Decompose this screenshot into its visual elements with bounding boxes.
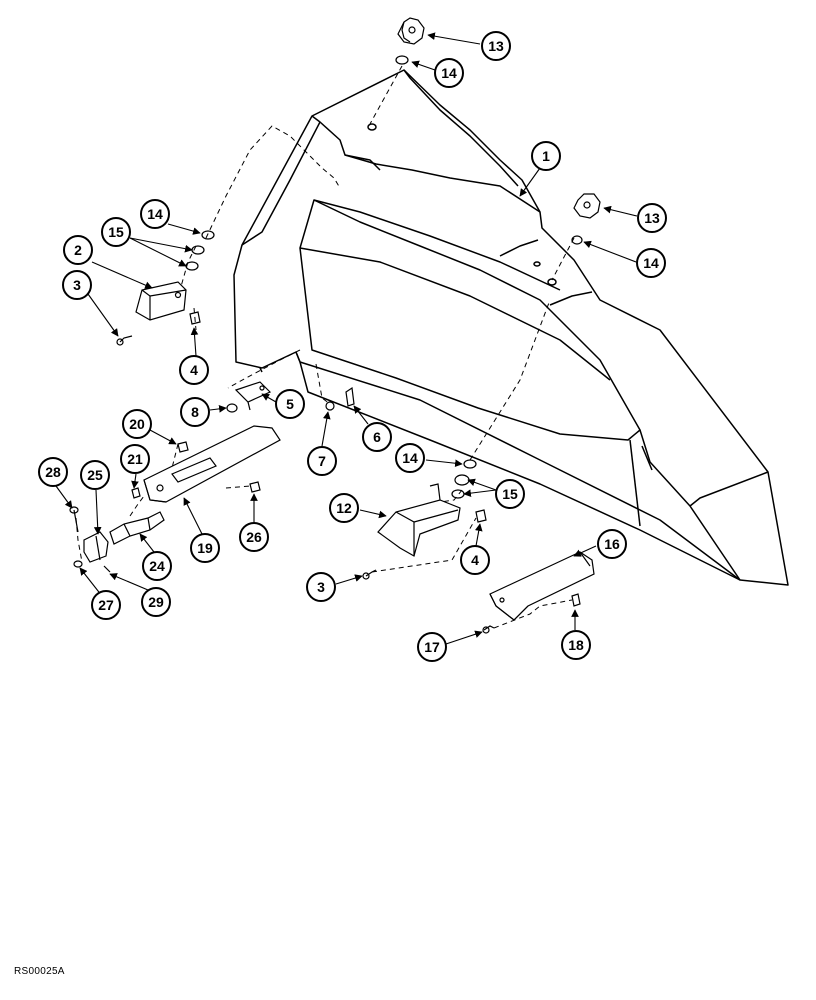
callout-14-top: 14	[434, 58, 464, 88]
callout-label: 14	[402, 450, 418, 466]
callout-13-top: 13	[481, 31, 511, 61]
callout-label: 24	[149, 558, 165, 574]
callout-3-lower: 3	[306, 572, 336, 602]
callout-3-left: 3	[62, 270, 92, 300]
callout-14-lower: 14	[395, 443, 425, 473]
callout-label: 18	[568, 637, 584, 653]
knob-13-top	[397, 17, 425, 45]
callout-label: 5	[286, 396, 294, 412]
callout-label: 13	[488, 38, 504, 54]
callout-2: 2	[63, 235, 93, 265]
callout-16: 16	[597, 529, 627, 559]
callout-13-right: 13	[637, 203, 667, 233]
callout-label: 29	[148, 594, 164, 610]
callout-label: 25	[87, 467, 103, 483]
figure-reference-code: RS00025A	[14, 966, 65, 977]
callout-label: 17	[424, 639, 440, 655]
callout-4-left: 4	[179, 355, 209, 385]
callout-4-lower: 4	[460, 545, 490, 575]
assembly-lines	[75, 65, 575, 629]
callout-label: 13	[644, 210, 660, 226]
hardware-parts	[69, 17, 601, 634]
callout-29: 29	[141, 587, 171, 617]
callout-14-right: 14	[636, 248, 666, 278]
callout-label: 16	[604, 536, 620, 552]
callout-5: 5	[275, 389, 305, 419]
leader-lines	[55, 32, 638, 645]
callout-label: 2	[74, 242, 82, 258]
callout-label: 19	[197, 540, 213, 556]
callout-25: 25	[80, 460, 110, 490]
callout-label: 4	[190, 362, 198, 378]
callout-label: 15	[108, 224, 124, 240]
callout-label: 27	[98, 597, 114, 613]
callout-label: 20	[129, 416, 145, 432]
callout-27: 27	[91, 590, 121, 620]
callout-label: 1	[542, 148, 550, 164]
knob-13-right	[573, 193, 601, 219]
callout-18: 18	[561, 630, 591, 660]
callout-label: 8	[191, 404, 199, 420]
callout-label: 15	[502, 486, 518, 502]
callout-label: 28	[45, 464, 61, 480]
callout-8: 8	[180, 397, 210, 427]
callout-7: 7	[307, 446, 337, 476]
callout-17: 17	[417, 632, 447, 662]
callout-label: 14	[441, 65, 457, 81]
callout-19: 19	[190, 533, 220, 563]
callout-28: 28	[38, 457, 68, 487]
callout-1: 1	[531, 141, 561, 171]
callout-label: 12	[336, 500, 352, 516]
callout-15-left: 15	[101, 217, 131, 247]
callout-label: 26	[246, 529, 262, 545]
callout-label: 7	[318, 453, 326, 469]
callout-6: 6	[362, 422, 392, 452]
callout-15-lower: 15	[495, 479, 525, 509]
callout-label: 14	[643, 255, 659, 271]
callout-20: 20	[122, 409, 152, 439]
callout-label: 6	[373, 429, 381, 445]
callout-label: 3	[73, 277, 81, 293]
callout-21: 21	[120, 444, 150, 474]
callout-label: 14	[147, 206, 163, 222]
callout-26: 26	[239, 522, 269, 552]
callout-24: 24	[142, 551, 172, 581]
callout-label: 21	[127, 451, 143, 467]
callout-label: 4	[471, 552, 479, 568]
callout-12: 12	[329, 493, 359, 523]
callout-label: 3	[317, 579, 325, 595]
shield-panel-drawing	[233, 69, 789, 586]
callout-14-left: 14	[140, 199, 170, 229]
